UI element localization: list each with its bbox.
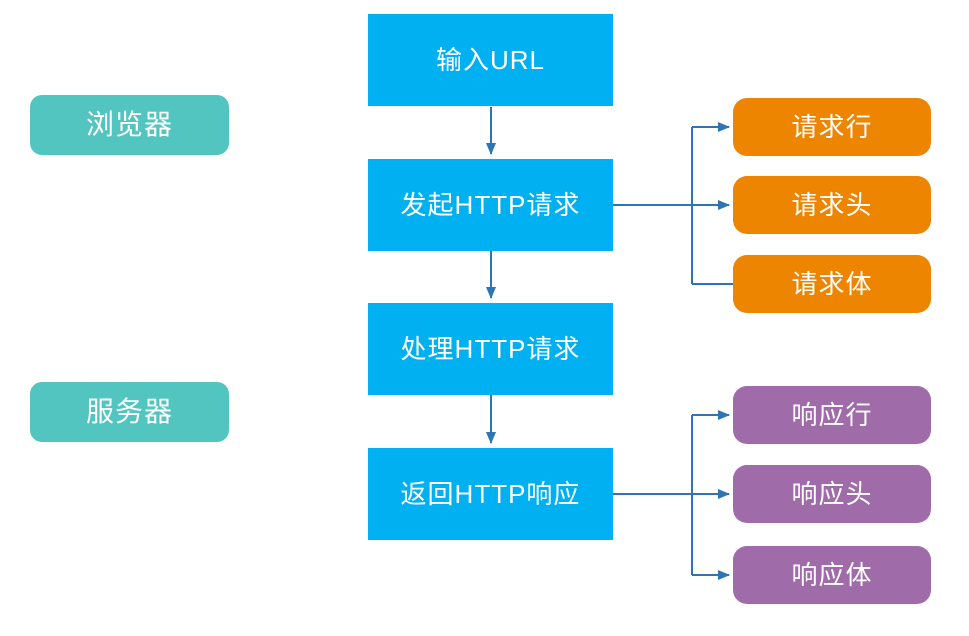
request-part-line: 请求行	[733, 98, 931, 156]
step-process-http-request: 处理HTTP请求	[368, 303, 613, 395]
actor-server: 服务器	[30, 382, 229, 442]
step-input-url: 输入URL	[368, 14, 613, 106]
request-part-body: 请求体	[733, 255, 931, 313]
request-part-headers: 请求头	[733, 176, 931, 234]
response-part-body: 响应体	[733, 546, 931, 604]
step-return-http-response: 返回HTTP响应	[368, 448, 613, 540]
actor-browser: 浏览器	[30, 95, 229, 155]
step-send-http-request: 发起HTTP请求	[368, 159, 613, 251]
response-part-headers: 响应头	[733, 465, 931, 523]
response-part-line: 响应行	[733, 386, 931, 444]
